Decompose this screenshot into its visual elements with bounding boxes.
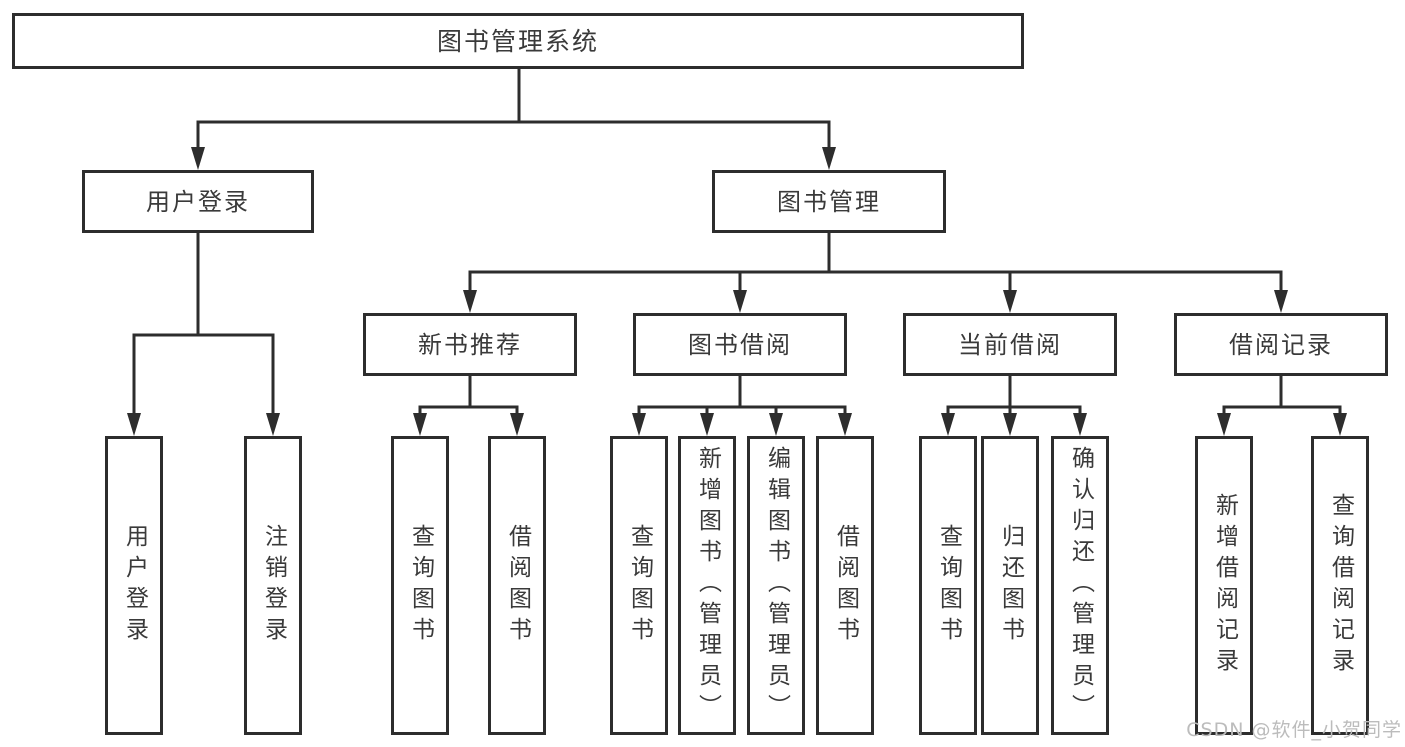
node-leaf-confirm-return-admin-label: 确认归还（管理员） <box>1067 446 1094 725</box>
node-leaf-add-book-admin-label: 新增图书（管理员） <box>694 446 721 725</box>
node-leaf-confirm-return-admin: 确认归还（管理员） <box>1051 436 1109 735</box>
node-leaf-query-book-current-label: 查询图书 <box>935 523 962 648</box>
node-book-borrowing: 图书借阅 <box>633 313 847 376</box>
node-book-borrowing-label: 图书借阅 <box>688 330 792 359</box>
csdn-watermark: CSDN @软件_小贺同学 <box>1186 719 1402 741</box>
node-new-book-recommend-label: 新书推荐 <box>418 330 522 359</box>
node-user-login-label: 用户登录 <box>146 187 250 216</box>
node-leaf-return-book: 归还图书 <box>981 436 1039 735</box>
node-root-system: 图书管理系统 <box>12 13 1024 69</box>
node-current-borrowing: 当前借阅 <box>903 313 1117 376</box>
node-leaf-logout: 注销登录 <box>244 436 302 735</box>
node-leaf-edit-book-admin: 编辑图书（管理员） <box>747 436 805 735</box>
node-leaf-query-book-recommend: 查询图书 <box>391 436 449 735</box>
node-leaf-user-login: 用户登录 <box>105 436 163 735</box>
node-leaf-add-book-admin: 新增图书（管理员） <box>678 436 736 735</box>
node-leaf-query-borrow-record-label: 查询借阅记录 <box>1327 492 1354 679</box>
node-leaf-borrow-book: 借阅图书 <box>816 436 874 735</box>
node-leaf-logout-label: 注销登录 <box>260 523 287 648</box>
node-borrowing-records-label: 借阅记录 <box>1229 330 1333 359</box>
node-leaf-add-borrow-record-label: 新增借阅记录 <box>1211 492 1238 679</box>
node-leaf-return-book-label: 归还图书 <box>997 523 1024 648</box>
node-leaf-query-book-recommend-label: 查询图书 <box>407 523 434 648</box>
node-leaf-user-login-label: 用户登录 <box>121 523 148 648</box>
node-leaf-borrow-book-recommend-label: 借阅图书 <box>504 523 531 648</box>
node-book-management: 图书管理 <box>712 170 946 233</box>
node-leaf-borrow-book-label: 借阅图书 <box>832 523 859 648</box>
node-leaf-add-borrow-record: 新增借阅记录 <box>1195 436 1253 735</box>
node-leaf-query-borrow-record: 查询借阅记录 <box>1311 436 1369 735</box>
node-root-system-label: 图书管理系统 <box>436 26 599 56</box>
node-borrowing-records: 借阅记录 <box>1174 313 1388 376</box>
node-user-login: 用户登录 <box>82 170 314 233</box>
node-leaf-query-book-borrowing: 查询图书 <box>610 436 668 735</box>
node-current-borrowing-label: 当前借阅 <box>958 330 1062 359</box>
node-new-book-recommend: 新书推荐 <box>363 313 577 376</box>
node-book-management-label: 图书管理 <box>777 187 881 216</box>
node-leaf-query-book-current: 查询图书 <box>919 436 977 735</box>
node-leaf-edit-book-admin-label: 编辑图书（管理员） <box>763 446 790 725</box>
node-leaf-borrow-book-recommend: 借阅图书 <box>488 436 546 735</box>
node-leaf-query-book-borrowing-label: 查询图书 <box>626 523 653 648</box>
